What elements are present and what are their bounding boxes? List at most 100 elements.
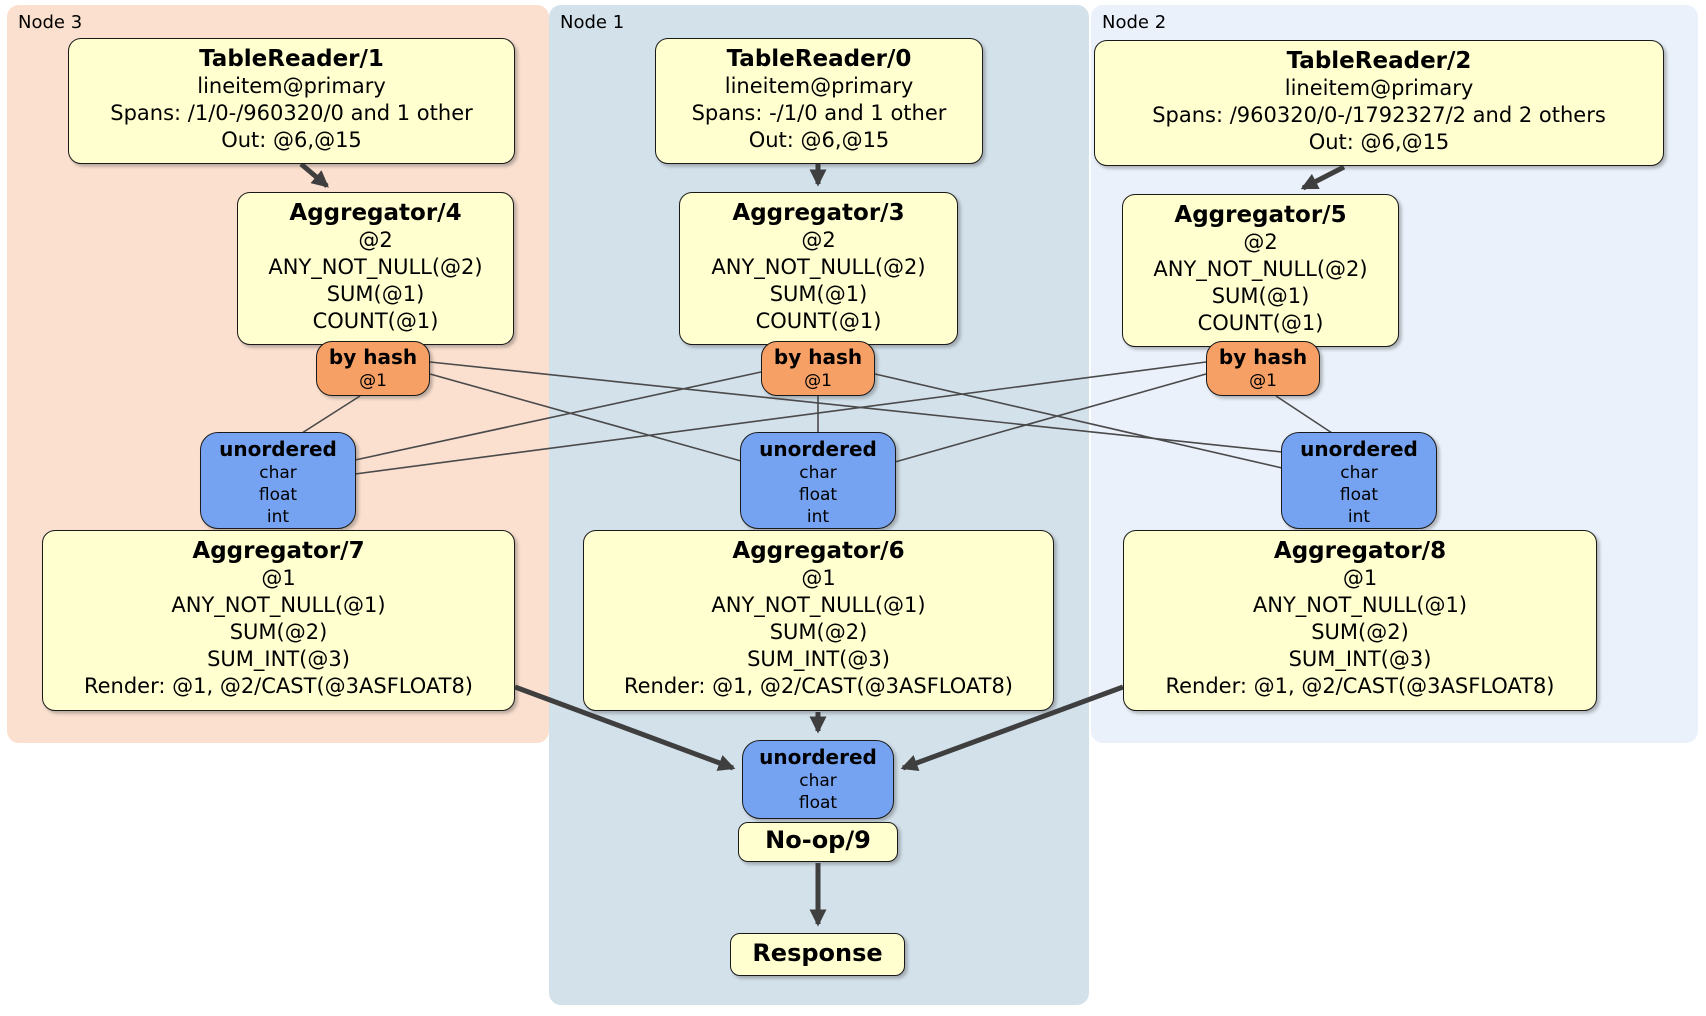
box-line: SUM(@1) — [1211, 284, 1310, 308]
edge-agg7-sync9 — [514, 684, 736, 771]
box-line: SUM(@2) — [769, 620, 868, 644]
edge-hash4-sync8 — [429, 361, 1283, 453]
box-title: TableReader/0 — [726, 46, 912, 72]
box-line: SUM(@2) — [1311, 620, 1409, 644]
box-line: char — [799, 463, 837, 483]
box-line: ANY_NOT_NULL(@1) — [1252, 593, 1468, 617]
box-line: SUM(@1) — [769, 282, 868, 306]
box-line: COUNT(@1) — [755, 309, 882, 333]
edge-hash3-sync8 — [874, 373, 1283, 469]
box-line: @2 — [358, 228, 393, 252]
box-line: Out: @6,@15 — [221, 128, 362, 152]
region-node-3-label: Node 3 — [18, 12, 83, 33]
box-line: SUM(@2) — [229, 620, 328, 644]
box-line: SUM_INT(@3) — [1288, 647, 1432, 671]
box-line: @2 — [801, 228, 836, 252]
box-title: Aggregator/6 — [732, 538, 905, 564]
box-title: Aggregator/8 — [1273, 538, 1447, 564]
edge-tr2-agg5 — [1300, 164, 1346, 191]
box-line: SUM(@1) — [326, 282, 425, 306]
box-line: char — [259, 463, 297, 483]
box-line: Render: @1, @2/CAST(@3ASFLOAT8) — [83, 674, 474, 698]
box-line: float — [1339, 485, 1379, 505]
box-title: by hash — [1218, 345, 1308, 369]
router-by-hash-3: by hash @1 — [761, 341, 875, 396]
box-line: ANY_NOT_NULL(@1) — [171, 593, 386, 617]
box-line: Render: @1, @2/CAST(@3ASFLOAT8) — [623, 674, 1014, 698]
router-by-hash-5: by hash @1 — [1206, 341, 1320, 396]
box-title: unordered — [759, 745, 877, 769]
box-line: Spans: /1/0-/960320/0 and 1 other — [110, 101, 473, 125]
box-title: TableReader/1 — [199, 46, 384, 72]
box-line: lineitem@primary — [1284, 76, 1474, 100]
hash-routing-edges — [301, 361, 1333, 475]
box-title: unordered — [1300, 437, 1418, 461]
box-line: lineitem@primary — [197, 74, 386, 98]
box-line: @1 — [359, 371, 387, 391]
box-lines: @1 — [1207, 370, 1319, 392]
box-line: @1 — [1249, 371, 1277, 391]
region-node-2-label: Node 2 — [1102, 12, 1167, 33]
box-title: No-op/9 — [765, 826, 871, 854]
box-line: ANY_NOT_NULL(@2) — [1153, 257, 1368, 281]
box-line: float — [258, 485, 298, 505]
edge-tr1-agg4 — [299, 162, 329, 188]
flow-arrows — [299, 162, 1346, 927]
edge-hash5-sync8 — [1275, 395, 1333, 434]
box-line: Spans: -/1/0 and 1 other — [691, 101, 947, 125]
edge-hash4-sync7 — [301, 395, 361, 434]
box-title: by hash — [328, 345, 418, 369]
box-line: @1 — [801, 566, 836, 590]
edge-hash3-sync7 — [354, 371, 762, 461]
box-line: ANY_NOT_NULL(@1) — [711, 593, 926, 617]
box-line: @1 — [1342, 566, 1378, 590]
edge-hash5-sync7 — [354, 361, 1207, 475]
box-response: Response — [730, 933, 905, 976]
box-title: unordered — [759, 437, 877, 461]
edge-hash5-sync6 — [894, 373, 1207, 463]
box-line: char — [799, 771, 837, 791]
box-title: by hash — [773, 345, 863, 369]
box-line: COUNT(@1) — [1197, 311, 1324, 335]
box-line: lineitem@primary — [724, 74, 914, 98]
box-line: char — [1340, 463, 1378, 483]
box-title: Aggregator/5 — [1174, 202, 1347, 228]
edge-agg8-sync9 — [900, 684, 1124, 771]
box-line: COUNT(@1) — [312, 309, 439, 333]
box-title: Aggregator/4 — [289, 200, 462, 226]
region-node-1-label: Node 1 — [560, 12, 625, 33]
box-line: @1 — [261, 566, 296, 590]
box-line: Out: @6,@15 — [1308, 130, 1450, 154]
edge-hash4-sync6 — [429, 373, 742, 462]
box-lines: @1 — [317, 370, 429, 392]
box-line: int — [1347, 507, 1371, 527]
box-title: Response — [752, 939, 883, 967]
box-line: float — [798, 793, 838, 813]
box-line: ANY_NOT_NULL(@2) — [711, 255, 926, 279]
box-title: Aggregator/3 — [732, 200, 905, 226]
box-noop-9: No-op/9 — [738, 822, 898, 862]
